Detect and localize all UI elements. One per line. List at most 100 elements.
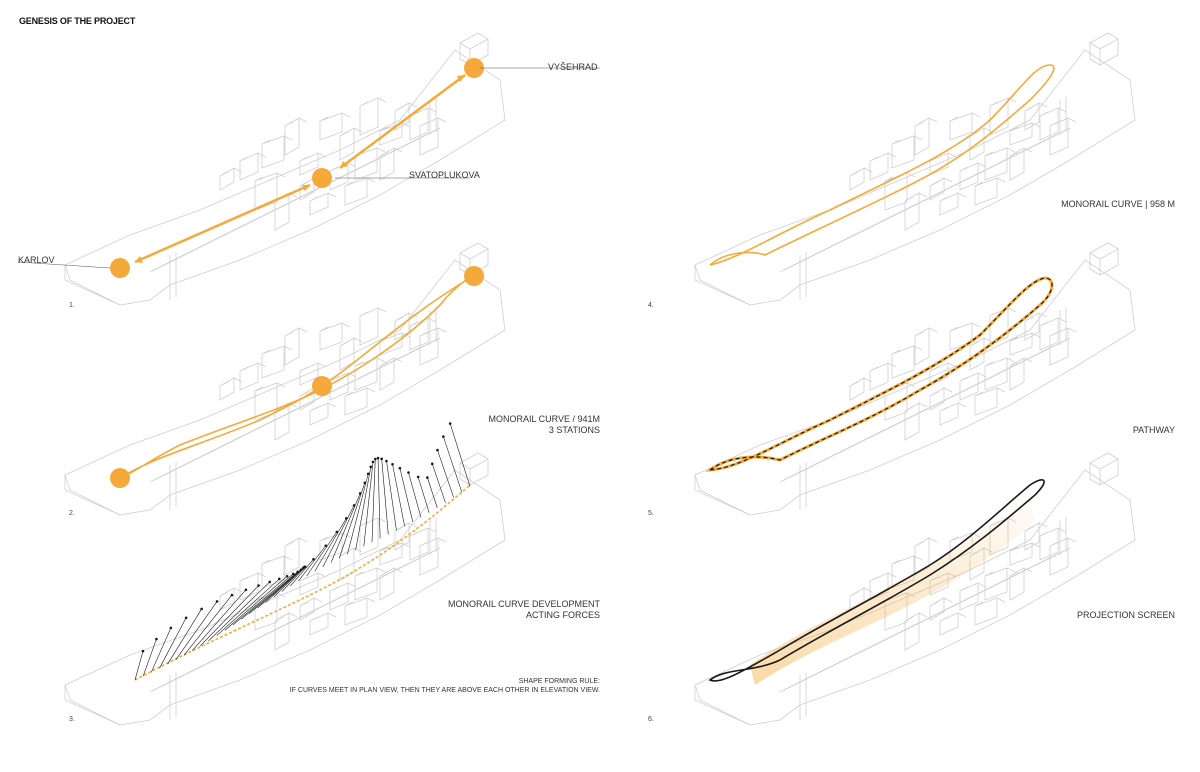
station-label-karlov: KARLOV (18, 255, 55, 265)
building (884, 172, 916, 211)
site-model (64, 242, 506, 516)
street-line (169, 337, 441, 473)
diagram-panel-1 (0, 32, 600, 306)
building (359, 307, 387, 346)
building (284, 537, 308, 576)
force-vector (347, 473, 369, 555)
panel-number-6: 6. (648, 716, 654, 723)
monorail-curve (134, 484, 471, 681)
force-vector (200, 585, 259, 647)
force-vector (431, 463, 446, 503)
force-vector-tip (385, 459, 388, 463)
building (261, 555, 293, 589)
force-vector (449, 423, 471, 487)
diagram-panel-6 (630, 452, 1136, 726)
building (1024, 522, 1048, 551)
force-vector-tip (391, 462, 394, 466)
building (394, 522, 418, 551)
building (1009, 122, 1041, 146)
diagram-panel-4 (630, 32, 1136, 306)
panel-number-5: 5. (648, 510, 654, 517)
force-vector (281, 566, 306, 592)
ground-edge (694, 475, 751, 516)
force-vector-tip (442, 435, 445, 438)
building (274, 612, 298, 651)
force-vector (306, 531, 338, 577)
panel-number-3: 3. (69, 716, 75, 723)
force-vector (355, 466, 372, 551)
station-vysehrad (464, 58, 484, 78)
building (344, 387, 376, 416)
building (261, 345, 293, 379)
building (904, 612, 928, 651)
label-leaders (17, 67, 600, 269)
panel-number-4: 4. (648, 302, 654, 309)
caption-line: ACTING FORCES (525, 610, 600, 620)
force-vector (443, 436, 463, 493)
building (379, 567, 403, 601)
force-vector (134, 651, 144, 681)
building (379, 542, 411, 566)
building (344, 597, 376, 626)
building (1039, 527, 1067, 561)
building (219, 587, 243, 611)
building (299, 572, 327, 596)
building (1009, 147, 1033, 181)
force-vector-tip (369, 465, 373, 469)
force-vector-tip (155, 637, 158, 641)
building (309, 612, 337, 636)
force-vector-tip (448, 422, 452, 425)
force-vector-tip (285, 574, 289, 578)
building (1039, 107, 1067, 141)
site-model (694, 452, 1136, 726)
station-marker (464, 266, 484, 286)
building (984, 567, 1016, 601)
building (344, 177, 376, 206)
force-vector-tip (291, 572, 295, 576)
pylon (169, 517, 437, 720)
arrow-karlov-svatoplukova (134, 183, 311, 264)
station-marker (110, 468, 130, 488)
pylon (799, 307, 1067, 510)
force-vector (386, 460, 397, 531)
note-line: SHAPE FORMING RULE: (518, 678, 600, 685)
building (299, 362, 327, 386)
caption-panel-6: PROJECTION SCREEN (1076, 610, 1175, 620)
building (1049, 117, 1077, 156)
building (284, 117, 308, 156)
force-vector (159, 617, 187, 669)
street-line (799, 127, 1071, 263)
force-vector-tip (169, 626, 173, 630)
building (974, 177, 1006, 206)
force-vector (399, 468, 414, 523)
building (904, 402, 928, 441)
force-vector (241, 571, 298, 620)
force-vector (142, 638, 157, 677)
pylon (169, 307, 437, 510)
force-vector (322, 505, 355, 567)
force-vector-tip (380, 457, 383, 461)
force-vector-tip (407, 471, 410, 474)
panel-number-1: 1. (69, 302, 75, 309)
building (984, 357, 1016, 391)
force-vector (265, 567, 305, 603)
tower-block (1089, 452, 1119, 486)
diagram-panel-3 (0, 422, 506, 726)
station-label-svatoplukova: SVATOPLUKOVA (409, 170, 480, 180)
force-vector-tip (215, 600, 219, 603)
caption-line: 3 STATIONS (548, 425, 600, 435)
shape-forming-rule-note: SHAPE FORMING RULE: IF CURVES MEET IN PL… (290, 677, 600, 695)
building (339, 337, 363, 371)
pylon (799, 97, 1067, 300)
building (299, 152, 327, 176)
ground-outline (64, 259, 506, 516)
force-vector-tip (371, 460, 375, 464)
force-vector-tip (366, 472, 370, 476)
caption-panel-4: MONORAIL CURVE | 958 M (1061, 199, 1175, 209)
building (904, 192, 928, 231)
tower-block (459, 32, 489, 66)
street-line (169, 127, 441, 263)
building (339, 547, 363, 581)
ground-edge (64, 265, 121, 306)
building (254, 172, 286, 211)
